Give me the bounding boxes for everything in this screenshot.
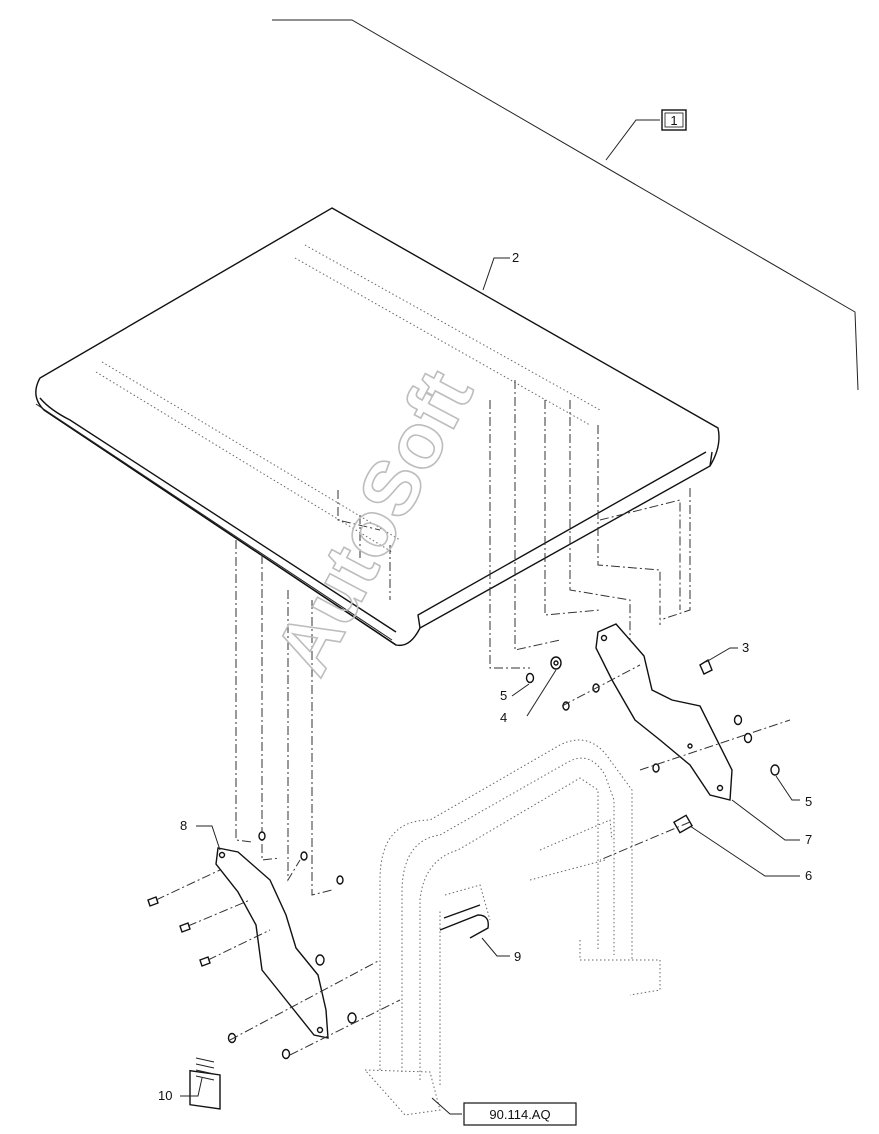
mount-lines-left xyxy=(235,490,391,896)
u-bolt xyxy=(439,904,489,939)
right-bracket xyxy=(595,623,733,801)
callout-2: 2 xyxy=(512,250,519,265)
mount-lines-right xyxy=(489,380,691,669)
callout-8: 8 xyxy=(180,818,187,833)
roll-bar-frame xyxy=(363,739,661,1116)
callout-6: 6 xyxy=(805,868,812,883)
callout-4: 4 xyxy=(500,710,507,725)
left-bracket xyxy=(215,847,329,1039)
reference-label-box: 90.114.AQ xyxy=(463,1102,577,1126)
hardware-bolts xyxy=(147,656,791,1060)
callout-3: 3 xyxy=(742,640,749,655)
callout-5b: 5 xyxy=(805,794,812,809)
callout-7: 7 xyxy=(805,832,812,847)
callout-10: 10 xyxy=(158,1088,172,1103)
callout-1-box: 1 xyxy=(661,109,687,131)
reference-label: 90.114.AQ xyxy=(489,1107,550,1122)
assembly-leader xyxy=(272,19,859,391)
warning-decal xyxy=(189,1057,221,1110)
leader-lines xyxy=(180,257,800,1115)
canopy-roof-panel xyxy=(35,207,720,647)
callout-1: 1 xyxy=(670,113,677,128)
callout-9: 9 xyxy=(514,949,521,964)
callout-5a: 5 xyxy=(500,688,507,703)
